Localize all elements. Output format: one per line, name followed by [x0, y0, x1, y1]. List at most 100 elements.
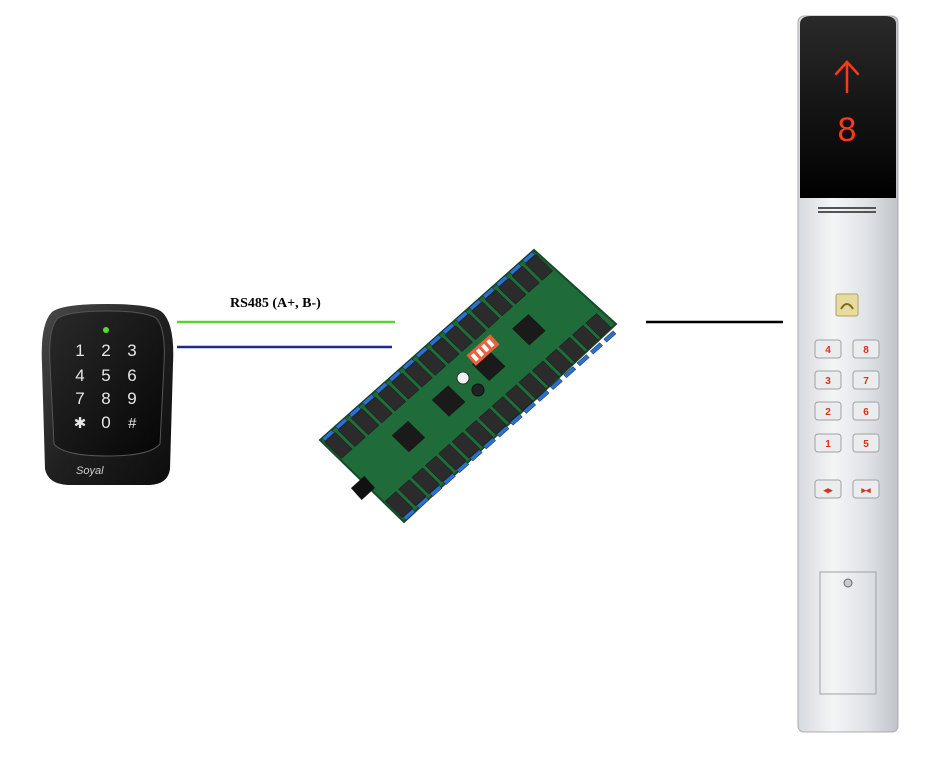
keypad-key[interactable]: # [128, 415, 137, 432]
relay [384, 491, 414, 518]
relay [404, 361, 433, 388]
relay [465, 420, 494, 447]
keypad-key[interactable]: ✱ [74, 415, 87, 432]
floor-button[interactable] [814, 339, 842, 359]
terminal-block [442, 322, 456, 335]
relay [377, 384, 407, 412]
door-open-button[interactable] [814, 479, 842, 499]
capacitor [471, 383, 485, 397]
relay-controller-board [318, 248, 618, 524]
driver-chip [391, 420, 426, 453]
relay [417, 349, 447, 376]
floor-button-label: 1 [825, 439, 831, 450]
keypad-key[interactable]: 2 [101, 341, 110, 360]
keypad-key[interactable]: 9 [127, 389, 136, 408]
terminal-block [375, 382, 389, 394]
relay [398, 479, 427, 506]
connection-label: RS485 (A+, B-) [230, 296, 321, 311]
power-jack [350, 476, 376, 500]
keypad-key[interactable]: 8 [101, 389, 110, 408]
terminal-block [455, 310, 469, 323]
floor-button[interactable] [814, 433, 842, 453]
terminal-block [496, 425, 510, 438]
relay [505, 384, 534, 411]
relay [458, 313, 487, 341]
terminal-block [388, 370, 402, 383]
floor-button[interactable] [852, 370, 880, 390]
keypad-key[interactable]: 3 [127, 341, 136, 360]
floor-button[interactable] [852, 401, 880, 421]
relay [511, 266, 540, 293]
terminal-block [456, 461, 470, 474]
floor-buttons: 4 8 3 7 2 6 1 5 ◂▸ ▸◂ [814, 339, 880, 499]
terminal-block [469, 449, 483, 462]
terminal-block [522, 251, 536, 264]
relay [444, 325, 473, 352]
terminal-block [348, 405, 362, 418]
terminal-block [321, 429, 335, 442]
terminal-block [361, 393, 375, 406]
speaker-grille [818, 207, 876, 213]
terminal-block [563, 366, 577, 379]
floor-button-label: 3 [825, 376, 831, 387]
keypad-key[interactable]: 0 [101, 413, 110, 432]
floor-button[interactable] [814, 370, 842, 390]
terminal-block [549, 378, 563, 390]
terminal-block [428, 334, 442, 347]
relay [498, 277, 527, 305]
door-close-button[interactable] [852, 479, 880, 499]
terminal-block [401, 358, 415, 371]
keypad-key[interactable]: 1 [75, 341, 84, 360]
relay [431, 337, 460, 364]
terminal-block [536, 389, 550, 402]
relay [524, 254, 554, 281]
terminal-block [509, 413, 523, 426]
capacitor [456, 371, 470, 385]
relay [391, 372, 420, 400]
relay [484, 289, 514, 317]
terminal-block [603, 330, 617, 343]
keypad-key[interactable]: 5 [101, 366, 110, 385]
keypad-key[interactable]: 6 [127, 366, 136, 385]
terminal-block [589, 342, 603, 355]
floor-button-label: 7 [863, 376, 869, 387]
door-open-icon: ◂▸ [822, 485, 833, 495]
relay [364, 396, 393, 424]
phone-icon [840, 303, 854, 310]
floor-button-label: 5 [863, 439, 869, 450]
floor-button[interactable] [852, 339, 880, 359]
floor-button[interactable] [852, 433, 880, 453]
brand-logo: Soyal [76, 465, 104, 477]
direction-up-arrow-icon [834, 60, 860, 94]
relay [491, 396, 521, 423]
floor-button[interactable] [814, 401, 842, 421]
terminal-block [416, 496, 430, 509]
driver-chip [512, 314, 546, 346]
keypad-key[interactable]: 7 [75, 389, 84, 408]
terminal-block [495, 275, 509, 288]
door-close-icon: ▸◂ [860, 485, 871, 495]
terminal-block [576, 354, 590, 367]
floor-button-label: 4 [825, 345, 831, 356]
elevator-panel: 8 4 8 3 7 2 6 1 5 ◂▸ ▸◂ [797, 15, 899, 733]
terminal-block [508, 263, 522, 276]
terminal-block [402, 508, 416, 521]
floor-indicator: 8 [838, 111, 857, 149]
keypad-reader: 1 2 3 4 5 6 7 8 9 ✱ 0 # Soyal [41, 304, 174, 485]
terminal-block [482, 287, 496, 299]
terminal-block [335, 417, 349, 430]
relay [351, 408, 380, 436]
relay [471, 301, 500, 329]
terminal-blocks [321, 251, 617, 521]
service-compartment[interactable] [819, 571, 877, 695]
terminal-block [468, 298, 482, 311]
terminal-block [523, 401, 537, 414]
status-led [103, 327, 109, 333]
floor-button-label: 8 [863, 345, 869, 356]
driver-chip [431, 385, 466, 417]
relay [478, 408, 507, 435]
relay [324, 432, 353, 459]
terminal-block [482, 437, 496, 450]
keypad-key[interactable]: 4 [75, 366, 84, 385]
